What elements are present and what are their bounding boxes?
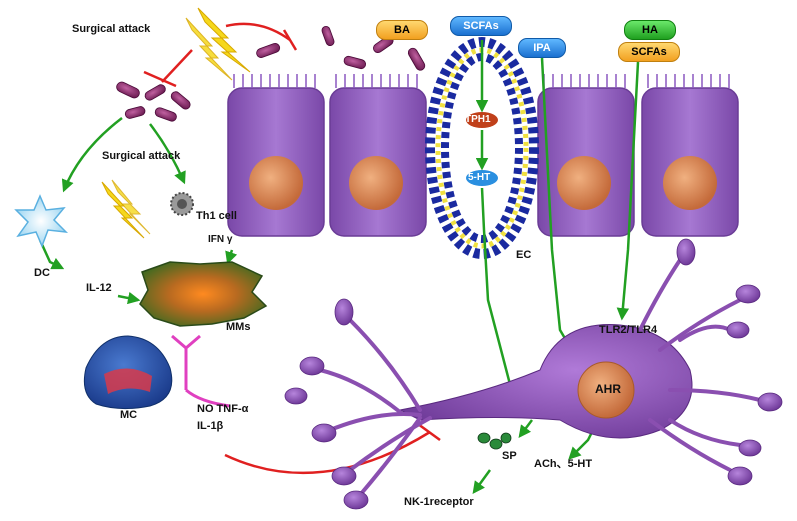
- neuron-nucleus: [577, 361, 635, 419]
- label-ec: EC: [516, 249, 532, 261]
- label-ahr: AHR: [595, 382, 621, 396]
- label-nk1-receptor: NK-1receptor: [404, 496, 474, 508]
- nucleus: [349, 156, 403, 210]
- sp-granules: [477, 432, 512, 450]
- label-tlr: TLR2/TLR4: [599, 324, 658, 336]
- macrophage-mms: [139, 261, 268, 327]
- label-il1b: IL-1β: [197, 420, 224, 432]
- metabolite-scfas-2: SCFAs: [618, 42, 680, 62]
- label-sp: SP: [502, 450, 517, 462]
- metabolite-ba: BA: [376, 20, 428, 40]
- epithelial-cell-2: [329, 74, 427, 237]
- serotonin-granule: [466, 170, 498, 186]
- label-mc: MC: [120, 409, 138, 421]
- lightning-bolt-icon: [185, 7, 251, 81]
- metabolite-ipa: IPA: [518, 38, 566, 58]
- lightning-bolt-icon: [101, 179, 151, 239]
- label-no-tnf: NO TNF-α: [197, 403, 249, 415]
- label-tph1: TPH1: [465, 114, 491, 125]
- inhibition-markers: [143, 22, 441, 475]
- label-mms: MMs: [226, 321, 251, 333]
- label-surgical-attack-top: Surgical attack: [72, 23, 151, 35]
- epithelial-cell-3: [537, 74, 635, 237]
- tph1-enzyme: [466, 112, 498, 128]
- bacteria-group: [116, 25, 426, 122]
- label-5ht: 5-HT: [468, 172, 491, 183]
- metabolite-scfas-1: SCFAs: [450, 16, 512, 36]
- epithelial-cell-4: [641, 74, 739, 237]
- mast-cell-mc: [83, 335, 173, 410]
- label-th1-cell: Th1 cell: [196, 210, 237, 222]
- nucleus: [557, 156, 611, 210]
- label-ifn-gamma: IFN γ: [208, 234, 233, 245]
- label-il12: IL-12: [86, 282, 112, 294]
- neuron: [284, 238, 783, 510]
- dendritic-cell: [14, 194, 69, 249]
- nucleus: [663, 156, 717, 210]
- nucleus: [249, 156, 303, 210]
- label-dc: DC: [34, 267, 50, 279]
- th1-cell: [170, 192, 194, 216]
- epithelial-cell-1: [227, 74, 325, 237]
- metabolite-ha: HA: [624, 20, 676, 40]
- receptor-y-icon: [171, 334, 231, 408]
- label-ach-5ht: ACh、5-HT: [534, 458, 593, 470]
- label-surgical-attack-mid: Surgical attack: [102, 150, 181, 162]
